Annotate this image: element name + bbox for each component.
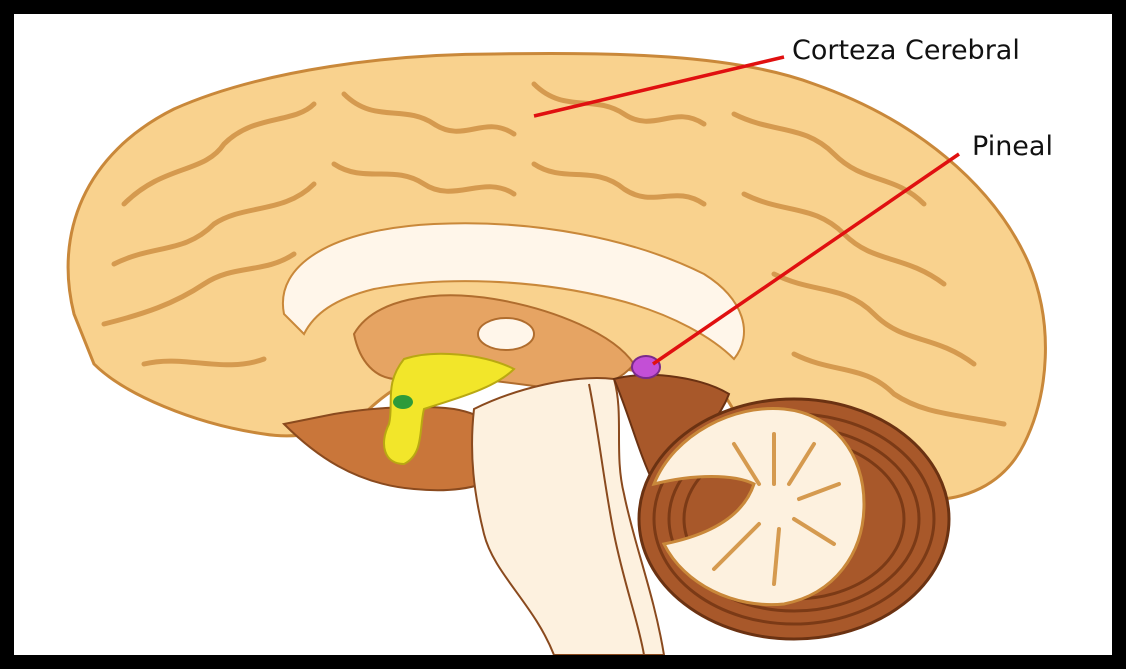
green-spot	[393, 395, 413, 409]
pineal-label: Pineal	[972, 131, 1053, 162]
brain-diagram: Corteza Cerebral Pineal	[14, 14, 1112, 655]
cerebellum	[639, 399, 949, 639]
thalamus-center	[478, 318, 534, 350]
pineal-gland	[632, 356, 660, 378]
cortex-label: Corteza Cerebral	[792, 35, 1020, 66]
